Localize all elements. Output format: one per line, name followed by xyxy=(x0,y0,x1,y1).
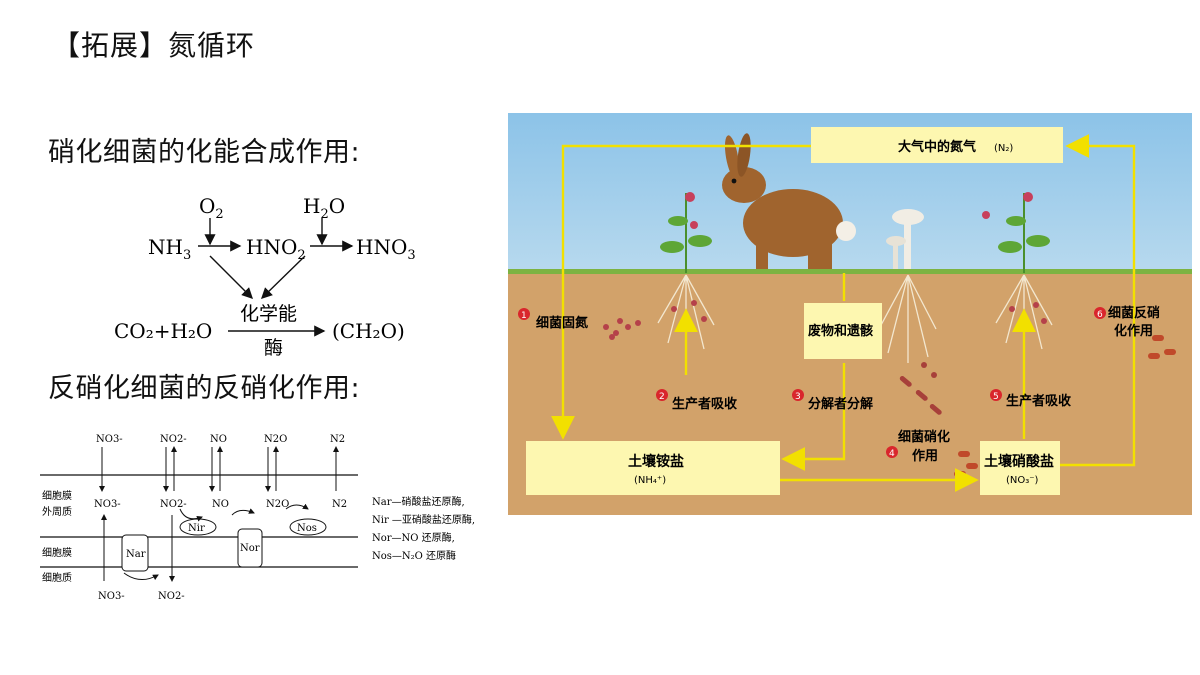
bacteria-decomposers xyxy=(899,362,942,415)
waste-box xyxy=(804,303,882,359)
periplasm-species-n2o: N2O xyxy=(266,499,289,510)
periplasm-species-no3: NO3- xyxy=(94,499,121,510)
svg-text:3: 3 xyxy=(795,392,801,402)
hno3-label: HNO3 xyxy=(356,235,416,263)
enzyme-nar-label: Nar xyxy=(126,549,146,560)
denitrification-heading: 反硝化细菌的反硝化作用: xyxy=(48,373,361,404)
step-6-label-line2: 化作用 xyxy=(1114,323,1153,339)
step-5-marker: 5 生产者吸收 xyxy=(990,389,1072,409)
nar-reaction-arrow xyxy=(123,572,159,581)
nos-reaction-arrow xyxy=(285,503,309,510)
enzyme-nar-box xyxy=(121,534,149,572)
grass-line xyxy=(508,269,1192,275)
step-1-marker: 1 细菌固氮 xyxy=(518,308,588,331)
step-6-label-line1: 细菌反硝 xyxy=(1108,305,1160,321)
layer-periplasm: 外周质 xyxy=(42,506,72,518)
step-4-marker: 4 细菌硝化 作用 xyxy=(886,429,950,464)
svg-text:1: 1 xyxy=(521,311,527,321)
enzyme-legend-nar: Nar—硝酸盐还原酶, xyxy=(372,495,465,508)
co2-h2o-label: CO₂+H₂O xyxy=(114,319,212,343)
step-3-label: 分解者分解 xyxy=(808,396,873,412)
ammonium-box xyxy=(526,441,780,495)
periplasm-species-no2: NO2- xyxy=(160,499,187,510)
step-2-label: 生产者吸收 xyxy=(672,396,738,412)
page-title: 【拓展】氮循环 xyxy=(52,29,256,62)
layer-membrane-outer: 细胞膜 xyxy=(42,489,72,502)
denitrification-diagram: 细胞膜 外周质 细胞膜 细胞质 NO3- NO2- NO N2O N2 NO3-… xyxy=(40,434,475,602)
arrow-decomposition xyxy=(781,363,846,471)
step-4-label-line2: 作用 xyxy=(912,448,938,464)
o2-label: O2 xyxy=(199,194,224,222)
enzyme-nor-label: Nor xyxy=(240,543,260,554)
step-1-label: 细菌固氮 xyxy=(536,315,588,331)
nitrate-formula: (NO₃⁻) xyxy=(1006,475,1039,486)
waste-label: 废物和遗骸 xyxy=(808,323,873,339)
enzyme-nir-label: Nir xyxy=(188,523,205,534)
step-5-label: 生产者吸收 xyxy=(1006,393,1072,409)
bacteria-denitrifying xyxy=(1148,335,1176,359)
nir-reaction-arrow xyxy=(179,508,203,522)
enzyme-legend-nir: Nir —亚硝酸盐还原酶, xyxy=(372,513,475,526)
layer-membrane: 细胞膜 xyxy=(42,546,72,559)
atmosphere-box xyxy=(811,127,1063,163)
enzyme-nos-label: Nos xyxy=(297,523,317,534)
energy-arrow-right xyxy=(260,255,306,299)
svg-text:5: 5 xyxy=(993,392,999,402)
step-3-marker: 3 分解者分解 xyxy=(792,389,873,412)
nitrification-equation: O2 H2O NH3 HNO2 HNO3 CO₂+H₂O 化学能 酶 (CH₂O… xyxy=(114,194,416,359)
step-6-marker: 6 细菌反硝 化作用 xyxy=(1094,305,1160,339)
top-species-no3: NO3- xyxy=(96,434,123,445)
nh3-label: NH3 xyxy=(148,235,191,263)
condition-bottom-label: 酶 xyxy=(264,337,283,359)
periplasm-species-n2: N2 xyxy=(332,499,347,510)
mushroom-illustration xyxy=(886,209,924,269)
svg-text:4: 4 xyxy=(889,449,895,459)
ammonium-formula: (NH₄⁺) xyxy=(634,475,666,486)
nitrate-label: 土壤硝酸盐 xyxy=(984,453,1054,470)
energy-arrow-left xyxy=(209,255,253,299)
arrow-nitrate-up xyxy=(1058,325,1136,467)
svg-text:6: 6 xyxy=(1097,310,1103,320)
ammonium-label: 土壤铵盐 xyxy=(628,453,684,470)
cytoplasm-species-no2: NO2- xyxy=(158,591,185,602)
nitrification-heading: 硝化细菌的化能合成作用: xyxy=(48,137,361,168)
enzyme-legend-nor: Nor—NO 还原酶, xyxy=(372,531,455,544)
top-species-n2o: N2O xyxy=(264,434,287,445)
hno2-label: HNO2 xyxy=(246,235,306,263)
h2o-top-label: H2O xyxy=(303,194,345,222)
periplasm-species-no: NO xyxy=(212,499,229,510)
enzyme-nor-box xyxy=(237,528,263,568)
top-species-no: NO xyxy=(210,434,227,445)
nitrate-box xyxy=(980,441,1060,495)
arrow-denitrification xyxy=(1065,134,1136,325)
condition-top-label: 化学能 xyxy=(240,303,297,325)
arrow-fixation xyxy=(551,144,811,440)
svg-text:2: 2 xyxy=(659,392,665,402)
cytoplasm-species-no3: NO3- xyxy=(98,591,125,602)
rabbit-illustration xyxy=(722,133,856,269)
nor-reaction-arrow xyxy=(231,508,255,516)
atmosphere-formula: (N₂) xyxy=(994,143,1013,154)
enzyme-legend-nos: Nos—N₂O 还原酶 xyxy=(372,549,456,562)
top-species-no2: NO2- xyxy=(160,434,187,445)
step-2-marker: 2 生产者吸收 xyxy=(656,389,738,412)
mushroom-roots xyxy=(879,274,937,363)
product-label: (CH₂O) xyxy=(332,319,405,343)
layer-cytoplasm: 细胞质 xyxy=(42,571,72,584)
step-4-label-line1: 细菌硝化 xyxy=(898,429,950,445)
top-species-n2: N2 xyxy=(330,434,345,445)
atmosphere-label: 大气中的氮气 xyxy=(898,139,976,155)
enzyme-nos-ellipse xyxy=(289,518,327,536)
nitrogen-cycle-illustration: 大气中的氮气 (N₂) 废物和遗骸 土壤铵盐 (NH₄⁺) 土壤硝酸盐 (NO₃… xyxy=(508,113,1192,515)
